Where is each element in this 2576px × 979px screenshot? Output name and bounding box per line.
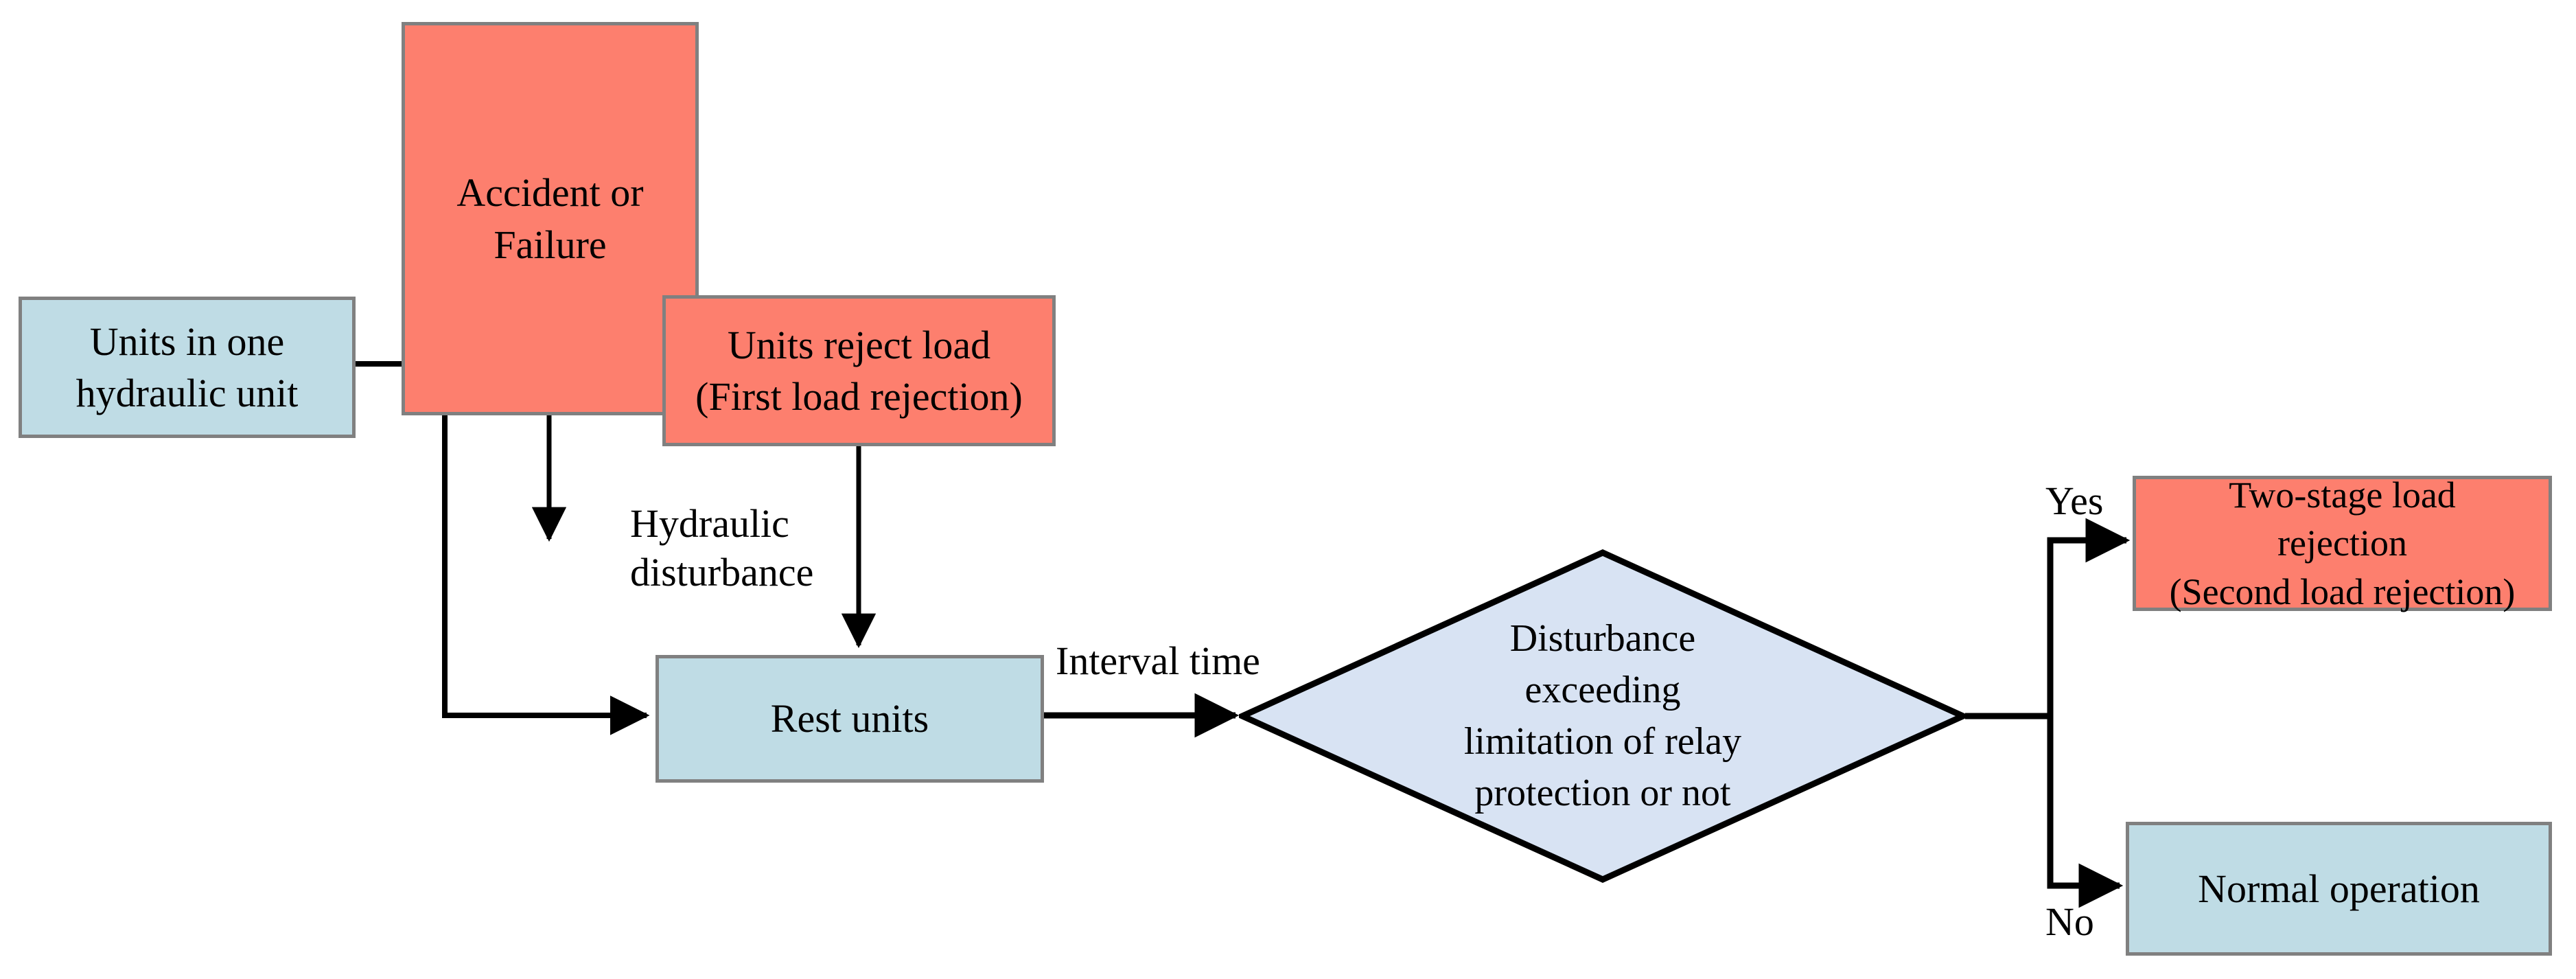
edge-decision-no <box>2047 716 2124 908</box>
node-two-stage-line-1: Two-stage load <box>2229 474 2456 516</box>
no-text: No <box>2045 899 2094 944</box>
edge-label-interval-time: Interval time <box>1056 637 1260 686</box>
edge-label-yes: Yes <box>2045 477 2103 526</box>
edge-label-no: No <box>2045 898 2094 947</box>
node-two-stage-line-2: rejection <box>2277 522 2407 564</box>
node-hydraulic-unit-line-2: hydraulic unit <box>76 371 299 415</box>
diamond-shape <box>1239 549 1966 883</box>
hydraulic-disturbance-line-1: Hydraulic <box>630 501 789 546</box>
yes-text: Yes <box>2045 479 2104 523</box>
edge-decision-yes <box>2047 518 2131 716</box>
interval-time-text: Interval time <box>1056 638 1260 683</box>
node-units-reject-line-1: Units reject load <box>727 322 991 367</box>
node-accident-line-2: Failure <box>494 222 607 267</box>
node-two-stage-load-rejection[interactable]: Two-stage load rejection (Second load re… <box>2133 474 2552 612</box>
hydraulic-disturbance-line-2: disturbance <box>630 549 814 595</box>
edge-hydraulic-unit-to-rest-units <box>442 364 650 735</box>
edge-label-hydraulic-disturbance: Hydraulic disturbance <box>630 500 813 597</box>
node-accident-or-failure[interactable]: Accident or Failure <box>402 22 699 415</box>
node-accident-line-1: Accident or <box>456 170 644 216</box>
node-normal-operation-line-1: Normal operation <box>2198 866 2480 911</box>
node-decision-disturbance-exceeding-limitation[interactable]: Disturbance exceeding limitation of rela… <box>1239 549 1966 883</box>
node-normal-operation[interactable]: Normal operation <box>2126 822 2552 956</box>
node-rest-units-line-1: Rest units <box>770 696 929 741</box>
node-units-reject-line-2: (First load rejection) <box>695 374 1023 419</box>
node-rest-units[interactable]: Rest units <box>655 655 1044 783</box>
node-hydraulic-unit-line-1: Units in one <box>89 319 285 364</box>
node-two-stage-line-3: (Second load rejection) <box>2169 571 2516 612</box>
node-units-reject-load[interactable]: Units reject load (First load rejection) <box>662 295 1056 446</box>
node-units-in-one-hydraulic-unit[interactable]: Units in one hydraulic unit <box>19 297 356 438</box>
